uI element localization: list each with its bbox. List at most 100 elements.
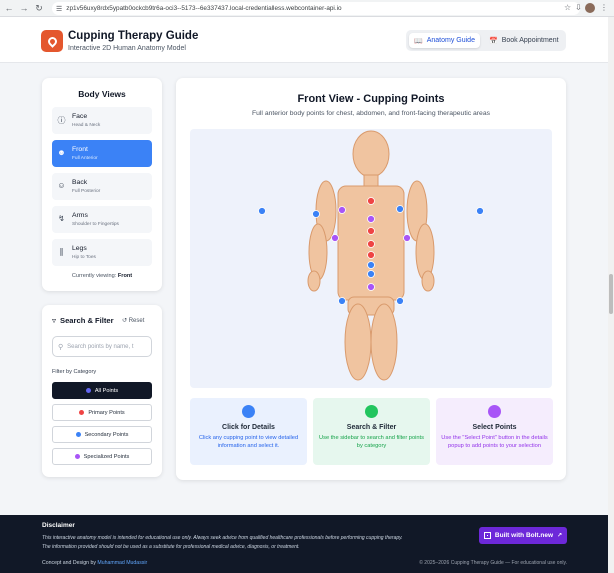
copyright-text: © 2025–2026 Cupping Therapy Guide — For … (419, 560, 567, 566)
site-footer: Disclaimer This interactive anatomy mode… (0, 515, 608, 573)
app-header: Cupping Therapy Guide Interactive 2D Hum… (0, 17, 608, 63)
category-label-text: All Points (94, 387, 119, 394)
cupping-point-secondary[interactable] (396, 205, 404, 213)
back-icon[interactable]: ← (4, 3, 14, 13)
bolt-icon: ↯ (58, 214, 65, 223)
cupping-point-secondary[interactable] (367, 261, 375, 269)
cupping-point-secondary[interactable] (338, 297, 346, 305)
view-front[interactable]: ☻ Front Full Anterior (52, 140, 152, 167)
main-nav: 📖 Anatomy Guide 📅 Book Appointment (406, 30, 566, 51)
right-hand-shape (421, 270, 435, 292)
nav-book-appointment-label: Book Appointment (501, 37, 559, 44)
cupping-point-primary[interactable] (367, 197, 375, 205)
external-link-icon: ↗ (557, 533, 563, 539)
category-label-text: Primary Points (88, 409, 125, 416)
view-subtitle: Full anterior body points for chest, abd… (251, 110, 491, 117)
left-leg-shape (344, 303, 372, 381)
browser-menu-icon[interactable]: ⋮ (600, 3, 608, 12)
category-dot (85, 388, 91, 393)
filter-primary-points[interactable]: Primary Points (52, 404, 152, 421)
scrollbar-thumb[interactable] (609, 274, 613, 314)
reload-icon[interactable]: ↻ (35, 2, 43, 13)
user-icon: ☻ (57, 148, 66, 157)
nav-anatomy-guide-label: Anatomy Guide (426, 37, 475, 44)
view-back[interactable]: ☺ Back Full Posterior (52, 173, 152, 200)
view-title: Front View - Cupping Points (297, 93, 445, 105)
head-shape (352, 130, 390, 178)
category-dot (75, 432, 81, 437)
search-filter-title-text: Search & Filter (60, 316, 114, 325)
logo-icon (41, 30, 63, 52)
reset-icon: ↺ (122, 318, 128, 324)
browser-toolbar: ← → ↻ ☰ zp1v56uxy8rdx5ypatb0ockcb9tr6a-o… (0, 0, 614, 17)
address-bar[interactable]: ☰ zp1v56uxy8rdx5ypatb0ockcb9tr6a-oci3--5… (52, 2, 580, 15)
view-sub: Shoulder to Fingertips (72, 222, 119, 227)
reset-button[interactable]: ↺ Reset (122, 317, 144, 324)
cupping-point-secondary[interactable] (476, 207, 484, 215)
cupping-point-specialized[interactable] (367, 283, 375, 291)
view-name: Front (72, 146, 88, 153)
anatomy-main-panel: Front View - Cupping Points Full anterio… (176, 78, 566, 480)
profile-avatar[interactable] (585, 3, 595, 13)
info-card-text: Use the sidebar to search and filter poi… (319, 435, 424, 449)
filter-all-points[interactable]: All Points (52, 382, 152, 399)
built-with-bolt-button[interactable]: Built with Bolt.new ↗ (479, 527, 567, 544)
current-view-label: Currently viewing: (71, 273, 117, 279)
current-view-status: Currently viewing: Front (42, 273, 162, 279)
cupping-point-specialized[interactable] (338, 206, 346, 214)
cupping-point-specialized[interactable] (331, 234, 339, 242)
info-card-search: Search & Filter Use the sidebar to searc… (313, 398, 430, 465)
nav-anatomy-guide[interactable]: 📖 Anatomy Guide (409, 33, 480, 48)
forward-icon[interactable]: → (19, 3, 29, 13)
body-views-panel: Body Views ⓘ Face Head & Neck ☻ Front Fu… (42, 78, 162, 291)
category-label-text: Secondary Points (84, 431, 129, 438)
book-icon: 📖 (414, 37, 423, 45)
body-figure (258, 130, 484, 381)
site-info-icon[interactable]: ☰ (56, 5, 63, 13)
bolt-label: Built with Bolt.new (494, 532, 554, 539)
nav-book-appointment[interactable]: 📅 Book Appointment (484, 33, 564, 48)
search-filter-icon (365, 405, 378, 418)
search-filter-panel: ▿ Search & Filter ↺ Reset ⚲ Search point… (42, 305, 162, 477)
right-leg-shape (370, 303, 398, 381)
cupping-point-specialized[interactable] (367, 215, 375, 223)
view-sub: Full Posterior (72, 189, 101, 194)
calendar-icon: 📅 (489, 37, 498, 45)
category-label-text: Specialized Points (83, 453, 130, 460)
cupping-point-primary[interactable] (367, 251, 375, 259)
filter-secondary-points[interactable]: Secondary Points (52, 426, 152, 443)
view-sub: Head & Neck (72, 123, 101, 128)
current-view-value: Front (117, 273, 133, 279)
disclaimer-title: Disclaimer (42, 522, 75, 529)
view-face[interactable]: ⓘ Face Head & Neck (52, 107, 152, 134)
user-back-icon: ☺ (57, 181, 66, 190)
cupping-point-secondary[interactable] (367, 270, 375, 278)
info-card-title: Click for Details (222, 424, 275, 431)
search-filter-title: ▿ Search & Filter (52, 316, 114, 325)
select-point-icon (488, 405, 501, 418)
body-views-title: Body Views (78, 89, 126, 99)
download-icon[interactable]: ⇩ (575, 3, 582, 12)
info-card-title: Select Points (472, 424, 517, 431)
search-placeholder: Search points by name, t (67, 343, 134, 350)
search-input[interactable]: ⚲ Search points by name, t (52, 336, 152, 357)
view-name: Legs (72, 245, 87, 252)
cupping-point-primary[interactable] (367, 227, 375, 235)
bookmark-star-icon[interactable]: ☆ (564, 3, 572, 12)
cupping-point-secondary[interactable] (312, 210, 320, 218)
cupping-point-secondary[interactable] (396, 297, 404, 305)
view-arms[interactable]: ↯ Arms Shoulder to Fingertips (52, 206, 152, 233)
footprints-icon: ∥ (59, 247, 64, 256)
cupping-point-specialized[interactable] (403, 234, 411, 242)
bolt-logo-icon (483, 532, 491, 539)
page-scrollbar[interactable] (608, 17, 614, 573)
view-legs[interactable]: ∥ Legs Hip to Toes (52, 239, 152, 266)
filter-icon: ▿ (52, 316, 57, 325)
info-card-text: Use the "Select Point" button in the det… (441, 435, 548, 449)
disclaimer-text: This interactive anatomy model is intend… (42, 535, 403, 550)
cupping-point-secondary[interactable] (258, 207, 266, 215)
filter-specialized-points[interactable]: Specialized Points (52, 448, 152, 465)
anatomy-canvas (190, 129, 552, 388)
cupping-point-primary[interactable] (367, 240, 375, 248)
credit-author-link[interactable]: Muhammad Mudassir (97, 560, 148, 566)
